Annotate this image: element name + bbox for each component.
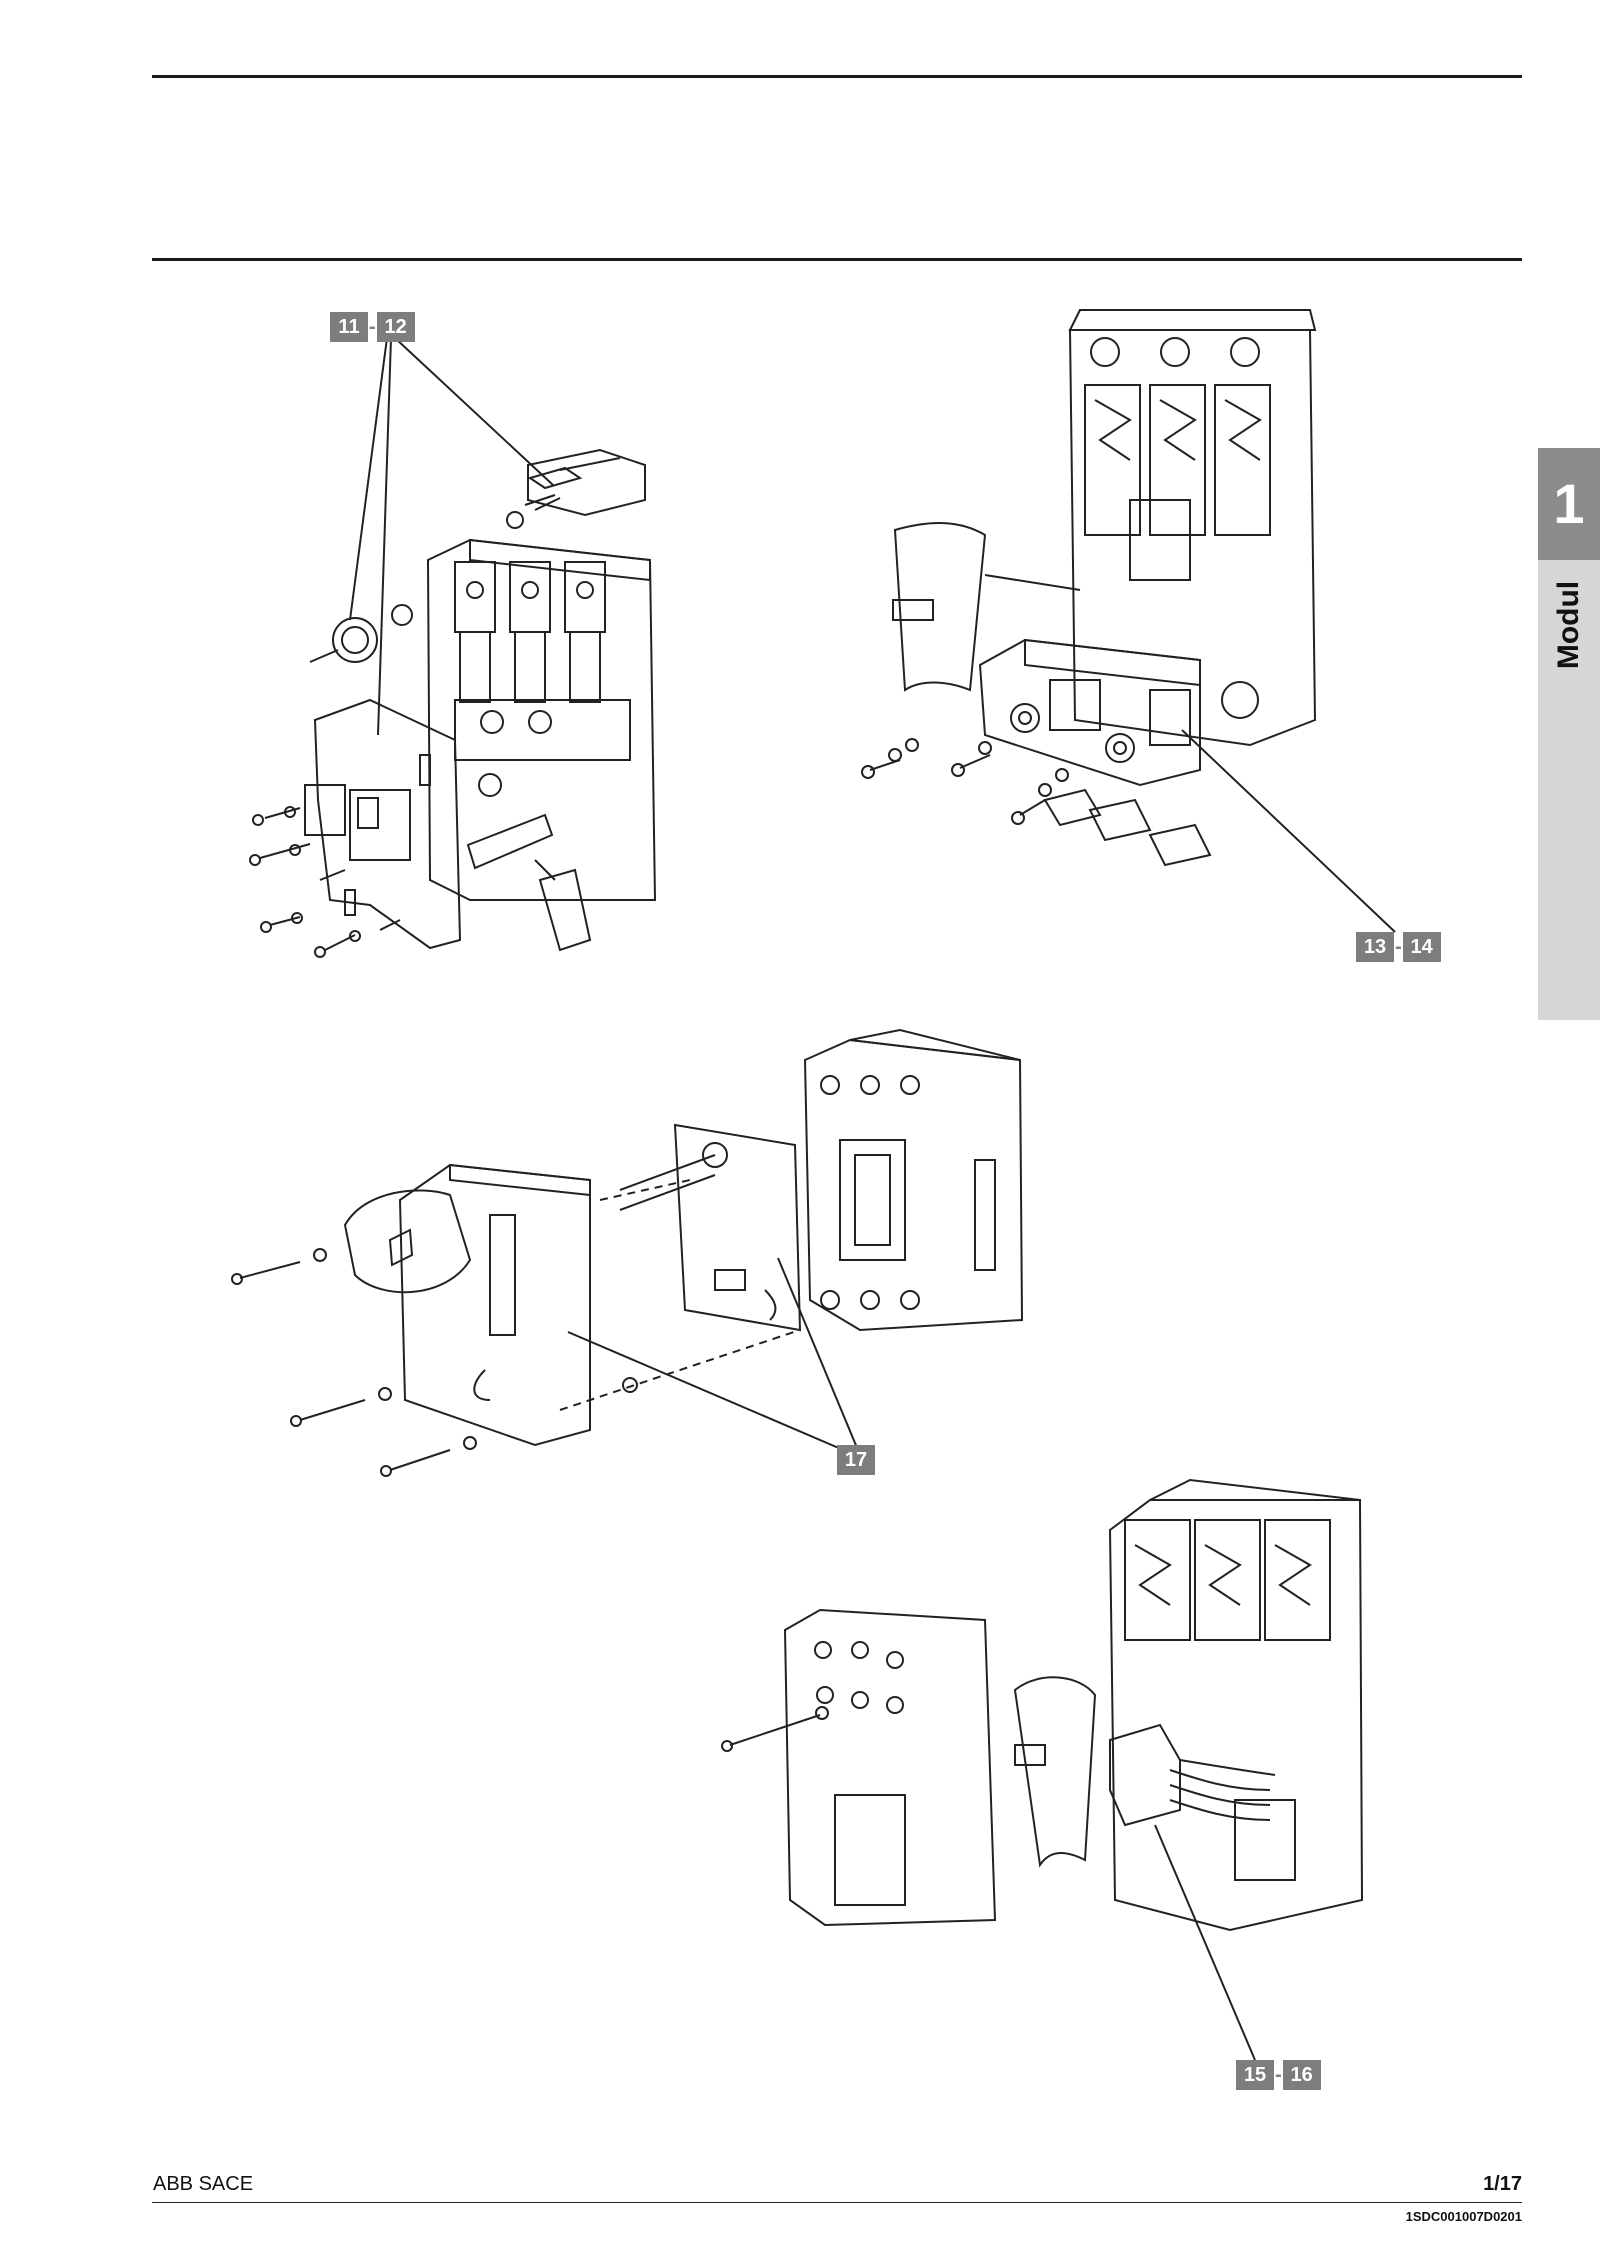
callout-13-14: 13 - 14 <box>1356 932 1441 962</box>
callout-13: 13 <box>1356 932 1394 962</box>
callout-11-12: 11 - 12 <box>330 312 415 342</box>
callout-separator: - <box>369 315 376 338</box>
callout-14: 14 <box>1402 932 1441 962</box>
callout-11: 11 <box>330 312 368 342</box>
header-rule <box>152 258 1522 261</box>
top-rule <box>152 75 1522 78</box>
callout-separator: - <box>1275 2063 1282 2086</box>
footer-company: ABB SACE <box>153 2173 254 2195</box>
footer-page-number: 1/17 <box>1483 2173 1522 2195</box>
callout-separator: - <box>1395 935 1402 958</box>
callout-15: 15 <box>1236 2060 1274 2090</box>
section-tab-number: 1 <box>1538 448 1600 560</box>
figure-13-14-drawing <box>861 309 1396 933</box>
callout-16: 16 <box>1282 2060 1321 2090</box>
footer-rule <box>152 2202 1522 2203</box>
footer-doc-code: 1SDC001007D0201 <box>1405 2209 1522 2224</box>
callout-17-label: 17 <box>837 1445 875 1475</box>
callout-17: 17 <box>837 1445 875 1475</box>
callout-15-16: 15 - 16 <box>1236 2060 1321 2090</box>
figure-11-12-drawing <box>249 337 657 958</box>
figure-17-drawing <box>231 1028 1024 1477</box>
figure-15-16-drawing <box>721 1478 1364 2061</box>
callout-12: 12 <box>376 312 415 342</box>
